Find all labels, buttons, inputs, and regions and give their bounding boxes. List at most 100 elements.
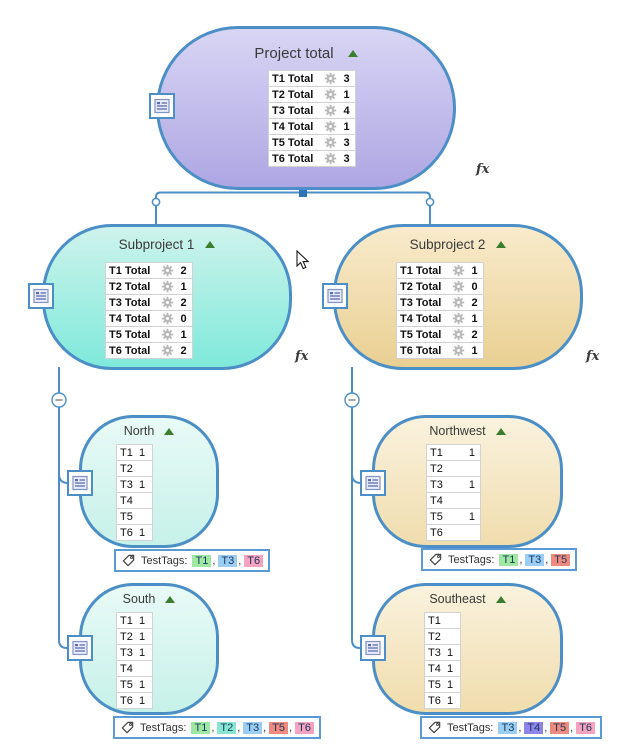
notes-icon[interactable] <box>149 93 175 119</box>
gear-icon[interactable] <box>161 344 174 357</box>
tag-chip-t2[interactable]: T2 <box>217 721 237 734</box>
table-row[interactable]: T4 <box>426 492 481 509</box>
topic-title[interactable]: Subproject 1 <box>118 237 195 252</box>
row-value[interactable]: 1 <box>139 614 146 627</box>
tags-row-south[interactable]: TestTags:T1,T2,T3,T5,T6 <box>113 716 321 739</box>
row-value[interactable]: 2 <box>180 264 187 277</box>
table-row[interactable]: T2 Total 0 <box>396 278 484 295</box>
collapse-triangle-icon[interactable] <box>205 241 216 248</box>
gear-icon[interactable] <box>324 72 337 85</box>
gear-icon[interactable] <box>324 104 337 117</box>
tag-chip-t5[interactable]: T5 <box>550 721 570 734</box>
tags-row-northwest[interactable]: TestTags:T1,T3,T5 <box>421 548 578 571</box>
row-value[interactable]: 2 <box>471 296 478 309</box>
table-row[interactable]: T1 Total 2 <box>105 262 193 279</box>
table-row[interactable]: T4 <box>116 492 153 509</box>
table-row[interactable]: T2 Total 1 <box>105 278 193 295</box>
row-value[interactable]: 1 <box>343 88 350 101</box>
table-row[interactable]: T6 <box>426 524 481 541</box>
gear-icon[interactable] <box>452 264 465 277</box>
collapse-branch-minus-icon[interactable] <box>51 392 67 408</box>
row-value[interactable]: 1 <box>468 478 475 491</box>
row-value[interactable]: 2 <box>180 344 187 357</box>
row-value[interactable]: 4 <box>343 104 350 117</box>
topic-title[interactable]: Southeast <box>429 592 486 606</box>
row-value[interactable]: 3 <box>343 136 350 149</box>
row-value[interactable]: 3 <box>343 152 350 165</box>
table-row[interactable]: T5 Total 3 <box>268 134 356 151</box>
table-row[interactable]: T1 Total 1 <box>396 262 484 279</box>
gear-icon[interactable] <box>161 328 174 341</box>
tag-chip-t5[interactable]: T5 <box>269 721 289 734</box>
tag-chip-t4[interactable]: T4 <box>524 721 544 734</box>
gear-icon[interactable] <box>452 280 465 293</box>
gear-icon[interactable] <box>452 296 465 309</box>
tag-chip-t5[interactable]: T5 <box>551 553 571 566</box>
collapse-triangle-icon[interactable] <box>495 595 506 603</box>
table-row[interactable]: T4 <box>116 660 153 677</box>
tag-chip-t3[interactable]: T3 <box>243 721 263 734</box>
row-value[interactable]: 1 <box>447 646 454 659</box>
gear-icon[interactable] <box>324 120 337 133</box>
tag-chip-t3[interactable]: T3 <box>498 721 518 734</box>
row-value[interactable]: 1 <box>468 446 475 459</box>
tag-chip-t6[interactable]: T6 <box>244 554 264 567</box>
collapse-triangle-icon[interactable] <box>495 427 506 435</box>
topic-title[interactable]: Project total <box>254 45 334 62</box>
row-value[interactable]: 0 <box>180 312 187 325</box>
tag-chip-t1[interactable]: T1 <box>499 553 519 566</box>
table-row[interactable]: T6 Total 2 <box>105 342 193 359</box>
row-value[interactable]: 2 <box>180 296 187 309</box>
tag-chip-t3[interactable]: T3 <box>525 553 545 566</box>
row-value[interactable]: 1 <box>139 646 146 659</box>
tag-chip-t1[interactable]: T1 <box>192 554 212 567</box>
gear-icon[interactable] <box>161 312 174 325</box>
row-value[interactable]: 1 <box>139 694 146 707</box>
tag-chip-t1[interactable]: T1 <box>191 721 211 734</box>
row-value[interactable]: 1 <box>139 526 146 539</box>
table-row[interactable]: T3 Total 2 <box>396 294 484 311</box>
table-row[interactable]: T4 Total 1 <box>268 118 356 135</box>
row-value[interactable]: 1 <box>180 280 187 293</box>
row-value[interactable]: 3 <box>343 72 350 85</box>
table-row[interactable]: T6 Total 3 <box>268 150 356 167</box>
tags-row-southeast[interactable]: TestTags:T3,T4,T5,T6 <box>420 716 603 739</box>
tag-chip-t6[interactable]: T6 <box>576 721 596 734</box>
gear-icon[interactable] <box>324 136 337 149</box>
collapse-triangle-icon[interactable] <box>164 427 175 435</box>
table-row[interactable]: T4 Total 1 <box>396 310 484 327</box>
notes-icon[interactable] <box>360 470 386 496</box>
row-value[interactable]: 1 <box>139 478 146 491</box>
topic-title[interactable]: North <box>123 424 155 438</box>
notes-icon[interactable] <box>67 635 93 661</box>
topic-title[interactable]: Northwest <box>429 424 486 438</box>
notes-icon[interactable] <box>28 283 54 309</box>
row-value[interactable]: 1 <box>471 264 478 277</box>
collapse-branch-minus-icon[interactable] <box>344 392 360 408</box>
gear-icon[interactable] <box>452 344 465 357</box>
collapse-triangle-icon[interactable] <box>165 595 176 603</box>
table-row[interactable]: T5 Total 2 <box>396 326 484 343</box>
table-row[interactable]: T5 Total 1 <box>105 326 193 343</box>
tags-row-north[interactable]: TestTags:T1,T3,T6 <box>114 549 271 572</box>
collapse-triangle-icon[interactable] <box>347 50 358 57</box>
gear-icon[interactable] <box>161 296 174 309</box>
table-row[interactable]: T3 Total 4 <box>268 102 356 119</box>
tag-chip-t6[interactable]: T6 <box>295 721 314 734</box>
